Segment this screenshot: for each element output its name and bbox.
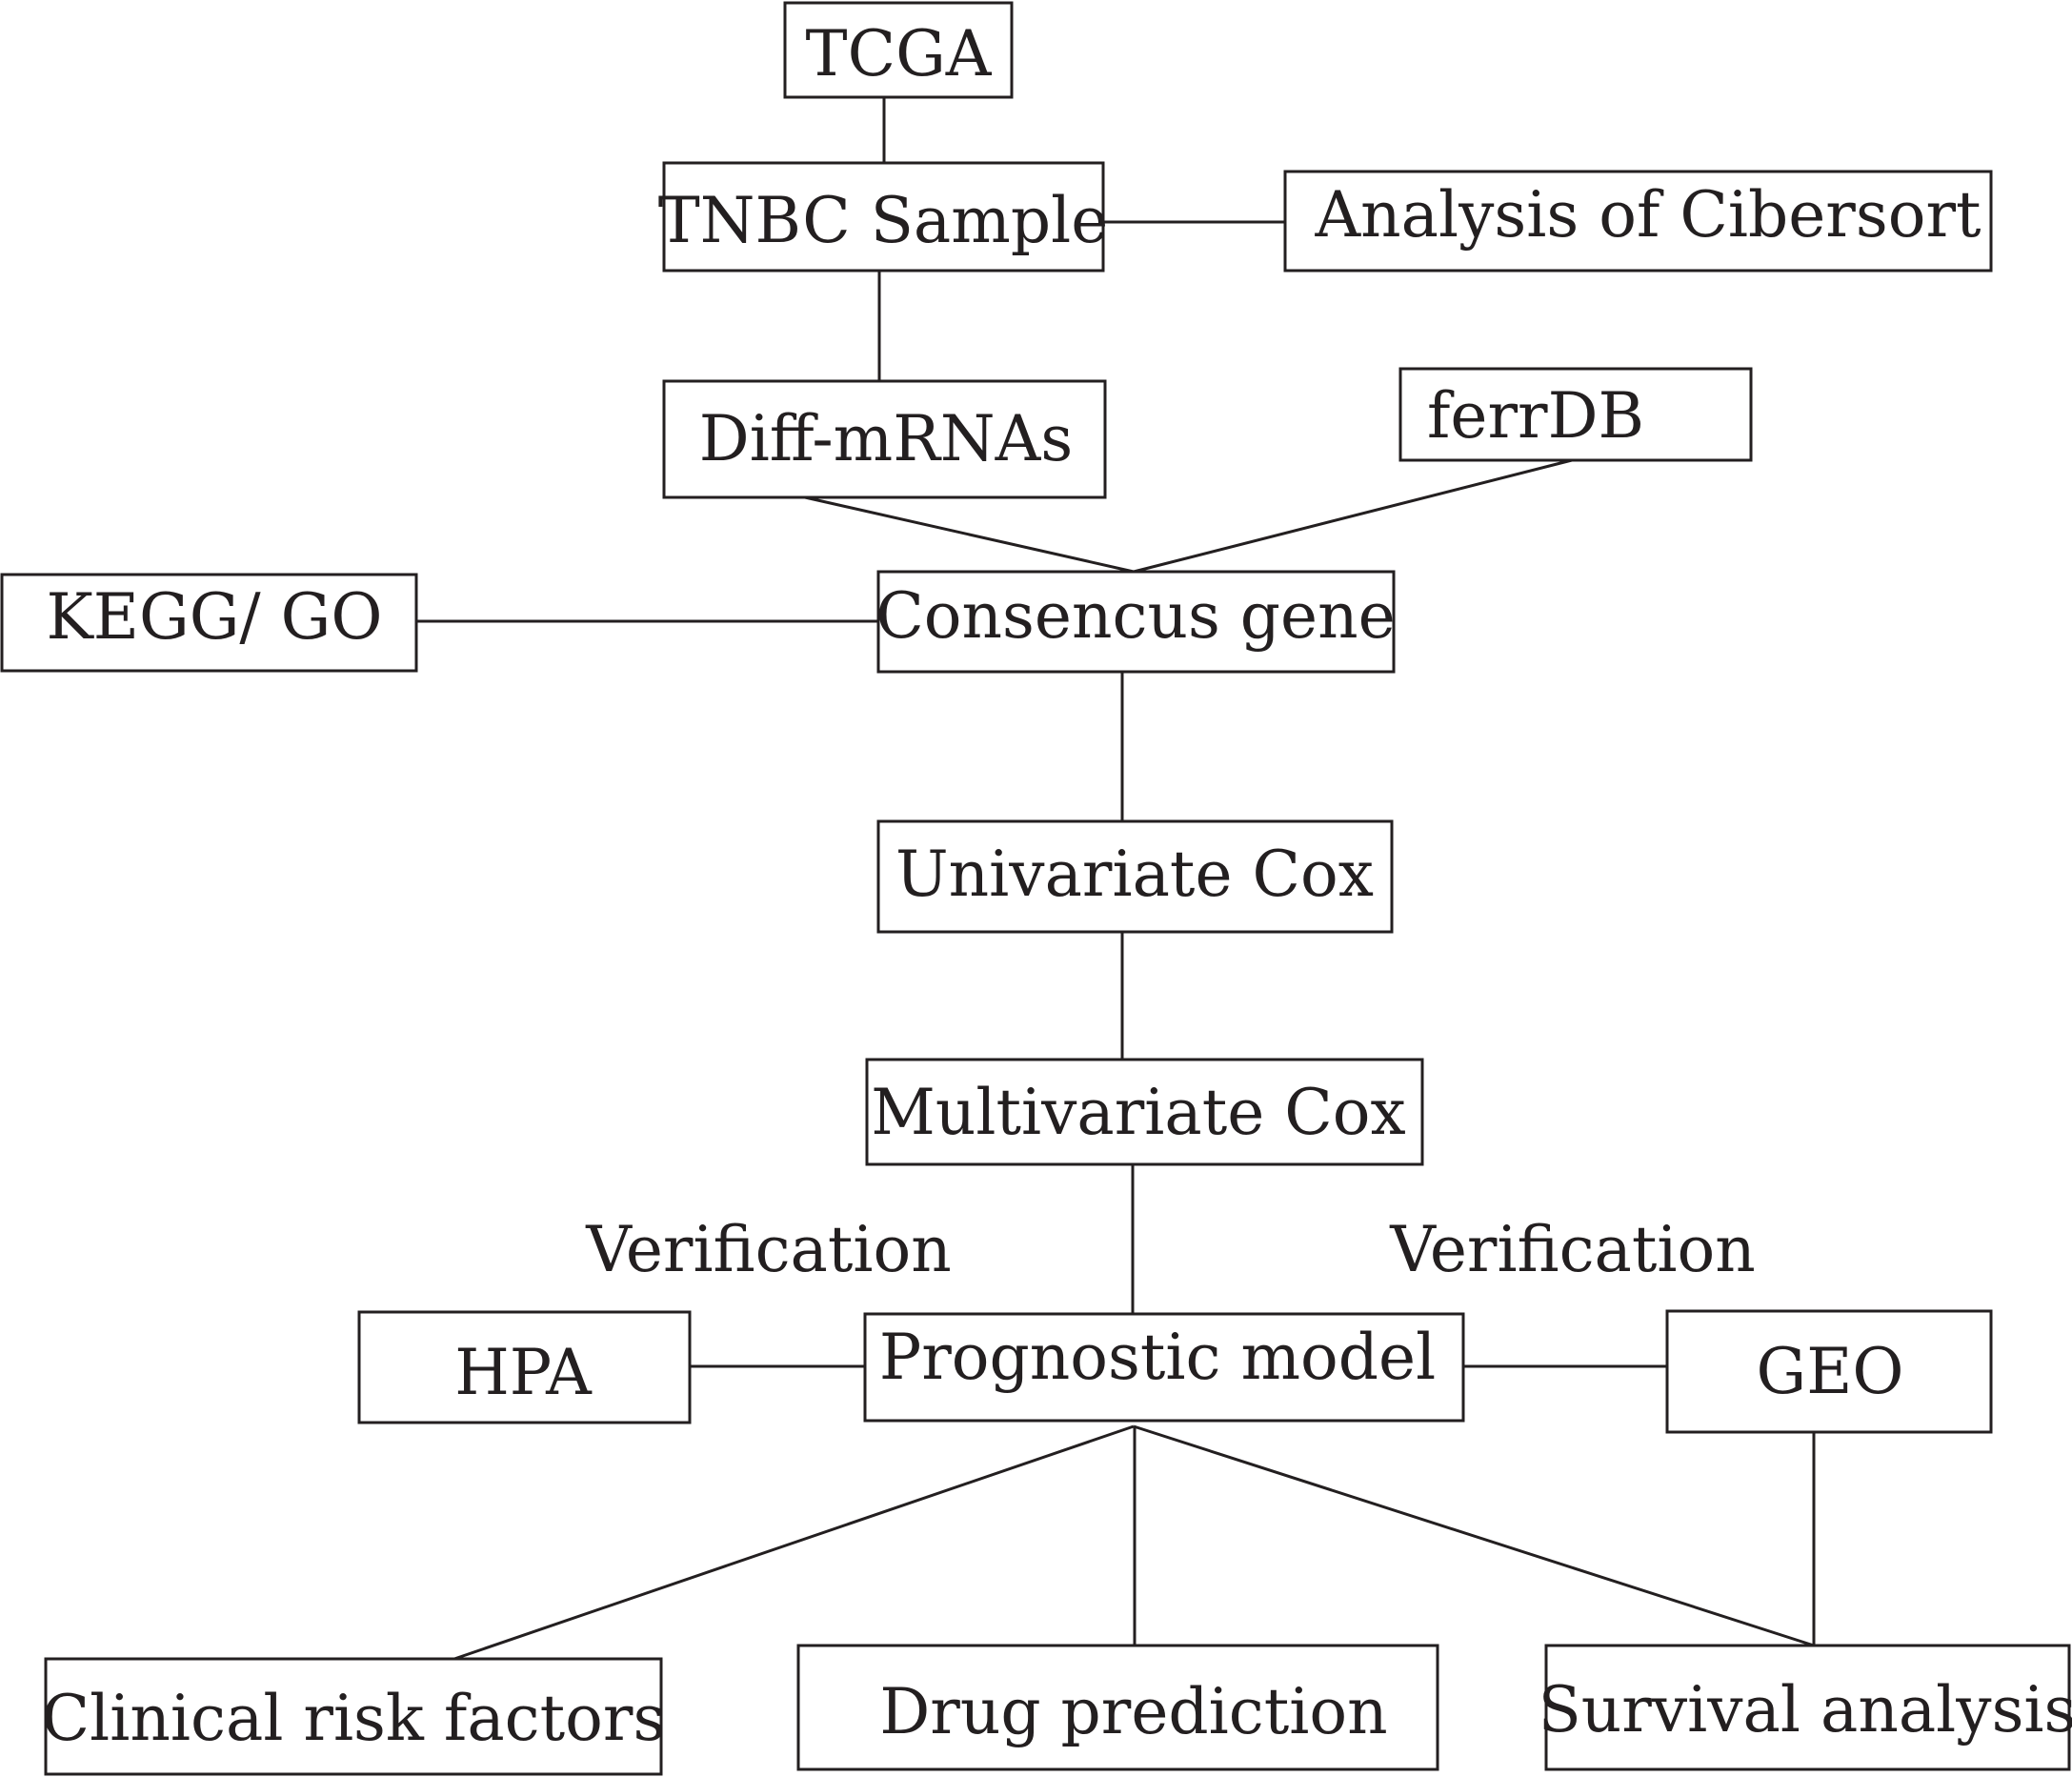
- node-kegg-go: KEGG/ GO: [0, 573, 418, 673]
- edge-prognostic-survival: [1133, 1424, 1815, 1647]
- node-ferrdb-label: ferrDB: [1427, 379, 1644, 453]
- node-geo: GEO: [1665, 1309, 1993, 1434]
- node-geo-label: GEO: [1756, 1335, 1903, 1408]
- node-drug-prediction-label: Drug prediction: [879, 1675, 1387, 1748]
- node-clinical-risk: Clinical risk factors: [42, 1657, 666, 1776]
- node-cibersort-label: Analysis of Cibersort: [1314, 178, 1981, 252]
- node-tnbc-sample: TNBC Sample: [658, 161, 1109, 273]
- node-tnbc-sample-label: TNBC Sample: [658, 184, 1109, 257]
- node-consensus-gene: Consencus gene: [875, 570, 1396, 674]
- node-prognostic-model: Prognostic model: [863, 1312, 1465, 1423]
- node-multivariate-cox-label: Multivariate Cox: [871, 1076, 1405, 1149]
- node-survival-analysis: Survival analysis: [1539, 1644, 2072, 1771]
- connectors: [416, 98, 1816, 1661]
- node-tcga: TCGA: [783, 1, 1014, 99]
- node-tcga-label: TCGA: [806, 17, 993, 91]
- node-clinical-risk-label: Clinical risk factors: [42, 1682, 666, 1755]
- node-prognostic-model-label: Prognostic model: [879, 1321, 1436, 1394]
- node-univariate-cox: Univariate Cox: [876, 819, 1394, 934]
- node-multivariate-cox: Multivariate Cox: [865, 1058, 1424, 1166]
- verification-right-label: Verification: [1389, 1213, 1756, 1286]
- node-hpa: HPA: [357, 1310, 692, 1424]
- edge-prognostic-clinical: [453, 1424, 1135, 1661]
- node-consensus-gene-label: Consencus gene: [875, 579, 1395, 653]
- node-diff-mrnas-label: Diff-mRNAs: [699, 402, 1073, 475]
- node-survival-analysis-label: Survival analysis: [1539, 1673, 2072, 1747]
- node-kegg-go-label: KEGG/ GO: [47, 580, 383, 654]
- edge-diff-consensus: [804, 495, 1135, 574]
- edge-ferrdb-consensus: [1133, 458, 1573, 574]
- node-cibersort: Analysis of Cibersort: [1283, 170, 1993, 273]
- verification-left-label: Verification: [585, 1213, 952, 1286]
- node-diff-mrnas: Diff-mRNAs: [662, 379, 1107, 499]
- node-ferrdb: ferrDB: [1398, 367, 1753, 462]
- node-hpa-label: HPA: [454, 1336, 593, 1409]
- node-drug-prediction: Drug prediction: [796, 1644, 1439, 1771]
- node-univariate-cox-label: Univariate Cox: [895, 838, 1374, 911]
